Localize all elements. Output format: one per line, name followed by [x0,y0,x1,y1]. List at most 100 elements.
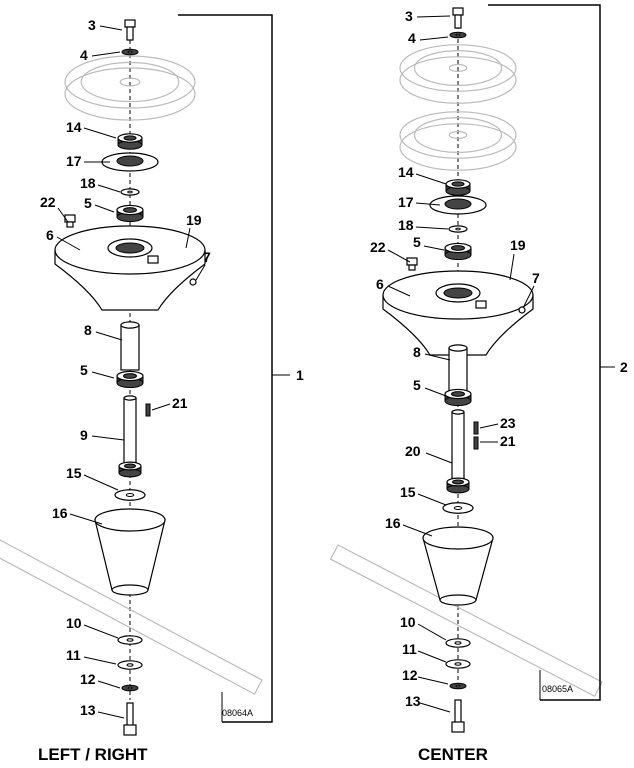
bolt-22 [64,214,76,228]
drawing-code-left: 08064A [222,708,253,718]
grease-fitting [475,300,487,309]
caption-center: CENTER [418,745,488,764]
callout-12: 12 [80,671,96,687]
tube-body [451,411,465,489]
assembly-number-2: 2 [620,359,628,375]
callout-21: 21 [500,433,516,449]
bearing-bore [123,373,137,379]
housing-bore [443,287,473,299]
bolt-shank [126,26,134,41]
washer-hole [455,33,461,37]
callout-5: 5 [84,195,92,211]
bearing-bore [452,479,464,485]
bolt-22 [406,257,418,271]
washer-4 [121,48,139,56]
spacer-8 [448,344,468,394]
pulley-bottom [399,56,517,104]
callout-5-lower: 5 [80,362,88,378]
shaft-bearing [446,477,470,494]
washer-hole [454,641,462,645]
pulley-hub [448,63,468,73]
callout-20: 20 [405,443,421,459]
assembly-number-1: 1 [296,367,304,383]
drawing-code-right: 08065A [542,684,573,694]
tube-body [448,347,468,394]
bearing-14 [117,133,143,150]
pulley-bottom [64,67,196,121]
callout-13: 13 [80,702,96,718]
bolt-shank [408,264,416,271]
bolt-head [124,19,136,28]
callout-18: 18 [398,217,414,233]
housing-bore [115,242,145,254]
callout-5-lower: 5 [413,377,421,393]
washer-15 [114,489,146,501]
retaining-ring-18 [448,225,468,233]
bolt-13 [451,699,465,733]
left-right-spindle-parts [0,19,263,736]
callout-10: 10 [66,615,82,631]
spacer-8 [120,321,140,371]
washer-hole [453,506,463,510]
callout-23: 23 [500,415,516,431]
callout-3: 3 [88,17,96,33]
spindle-housing-6 [382,270,534,356]
washer-hole [126,663,134,667]
callout-7: 7 [532,270,540,286]
washer-10 [117,635,143,645]
callout-19: 19 [510,237,526,253]
washer-12 [449,682,467,690]
bolt-shank [126,702,134,727]
mower-blade [329,544,603,698]
flange-bore [444,198,472,210]
callout-11: 11 [402,641,417,657]
key-0 [145,403,151,417]
callout-19: 19 [186,212,202,228]
pulley-top [399,111,517,159]
pulley-top [399,44,517,92]
washer-hole [454,662,462,666]
spindle-housing-6 [54,225,206,311]
bearing-5-upper [116,204,144,223]
center-spindle-parts [329,7,603,733]
assembly-bracket-2: 2 08065A [488,4,628,701]
bolt-shank [66,221,74,228]
bearing-bore [451,391,465,397]
callout-10: 10 [400,614,416,630]
tube-top [120,321,140,329]
callout-17: 17 [66,153,82,169]
cup-rim [94,508,166,532]
bearing-5-upper [444,242,472,261]
callout-14: 14 [66,119,82,135]
bearing-bore [451,245,465,251]
callout-9: 9 [80,427,88,443]
pulley-top [64,55,196,109]
pulley-web [413,116,503,153]
tube-top [123,395,137,401]
pulley-1 [64,55,196,121]
callout-7: 7 [203,249,211,265]
callout-6: 6 [46,227,54,243]
flange-bore [116,155,144,167]
washer-12 [121,684,139,692]
pulley-bottom [399,123,517,171]
callout-13: 13 [405,693,421,709]
bearing-bore [451,181,465,187]
right-callouts: 3 4 14 17 18 22 5 19 7 6 8 5 23 21 20 15… [370,8,540,713]
tube-top [451,409,465,415]
retaining-ring-18 [120,188,140,196]
callout-15: 15 [66,465,82,481]
bolt-head [451,721,465,733]
bolt-head [452,7,464,16]
washer-4 [449,31,467,39]
pulley-web [80,61,180,103]
callout-6: 6 [376,276,384,292]
washer-11 [117,660,143,670]
washer-hole [455,227,461,231]
callout-22: 22 [370,239,386,255]
tube-top [448,344,468,352]
shaft-bearing [118,461,142,478]
bolt-13 [123,702,137,736]
callout-3: 3 [405,8,413,24]
bearing-bore [124,463,136,469]
